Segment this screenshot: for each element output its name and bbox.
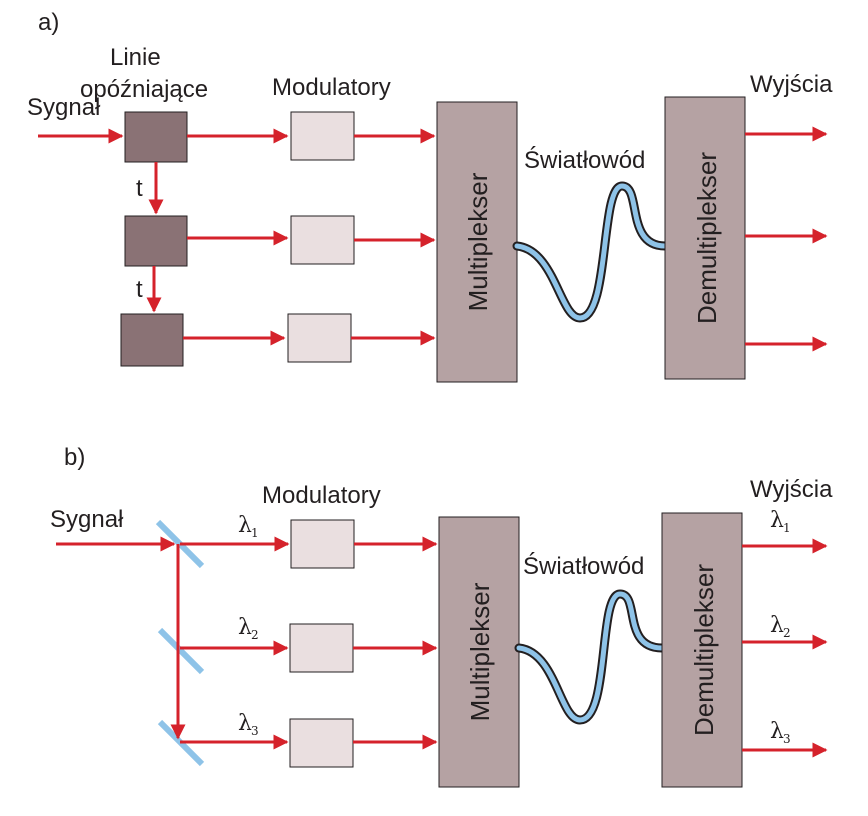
lambda-in-1-sub: 1	[251, 526, 259, 540]
lambda-out-1-sub: 1	[783, 521, 791, 535]
panel-b: b) Modulatory Wyjścia Sygnał Światłowód …	[50, 444, 833, 788]
lambda-in-3: λ	[238, 711, 252, 736]
fiber-a	[514, 183, 668, 321]
demultiplexer-label-a: Demultiplekser	[692, 152, 722, 324]
panel-a: a) Linie opóźniające Modulatory Sygnał W…	[27, 9, 833, 383]
modulator-b-2	[289, 623, 354, 673]
delay-box-3	[120, 313, 184, 367]
fiber-outline-a	[512, 181, 670, 323]
modulator-a-3	[287, 313, 352, 363]
delay-symbol-1: t	[136, 175, 143, 202]
demultiplexer-a	[664, 96, 746, 380]
fiber-label-a: Światłowód	[524, 146, 645, 174]
multiplexer-label-a: Multiplekser	[463, 172, 493, 311]
delay-lines-label-line2: opóźniające	[80, 76, 208, 103]
modulators-label-b: Modulatory	[262, 482, 381, 509]
delay-symbol-2: t	[136, 276, 143, 303]
lambda-in-2-sub: 2	[251, 628, 259, 642]
lambda-in-1: λ	[238, 513, 252, 538]
mirror-2	[157, 627, 205, 675]
panel-a-tag: a)	[38, 9, 59, 36]
delay-box-1	[124, 111, 188, 163]
input-signal-label-a: Sygnał	[27, 94, 101, 121]
lambda-out-2-sub: 2	[783, 626, 791, 640]
fiber-label-b: Światłowód	[523, 552, 644, 580]
panel-b-tag: b)	[64, 444, 85, 471]
multiplexer-label-b: Multiplekser	[465, 582, 495, 721]
lambda-out-1: λ	[770, 508, 784, 533]
modulator-b-1	[290, 519, 355, 569]
outputs-label-a: Wyjścia	[750, 71, 833, 98]
lambda-out-2: λ	[770, 613, 784, 638]
modulators-label-a: Modulatory	[272, 74, 391, 101]
input-signal-label-b: Sygnał	[50, 506, 124, 533]
modulator-a-1	[290, 111, 355, 161]
lambda-out-3: λ	[770, 719, 784, 744]
lambda-out-3-sub: 3	[783, 732, 791, 746]
fiber-b	[516, 591, 665, 723]
lambda-in-3-sub: 3	[251, 724, 259, 738]
delay-lines-label-line1: Linie	[110, 44, 161, 71]
demultiplexer-b	[661, 512, 743, 788]
modulator-a-2	[290, 215, 355, 265]
multiplexer-a	[436, 101, 518, 383]
demultiplexer-label-b: Demultiplekser	[689, 564, 719, 736]
outputs-label-b: Wyjścia	[750, 476, 833, 503]
lambda-in-2: λ	[238, 615, 252, 640]
delay-box-2	[124, 215, 188, 267]
multiplexer-b	[438, 516, 520, 788]
modulator-b-3	[289, 718, 354, 768]
